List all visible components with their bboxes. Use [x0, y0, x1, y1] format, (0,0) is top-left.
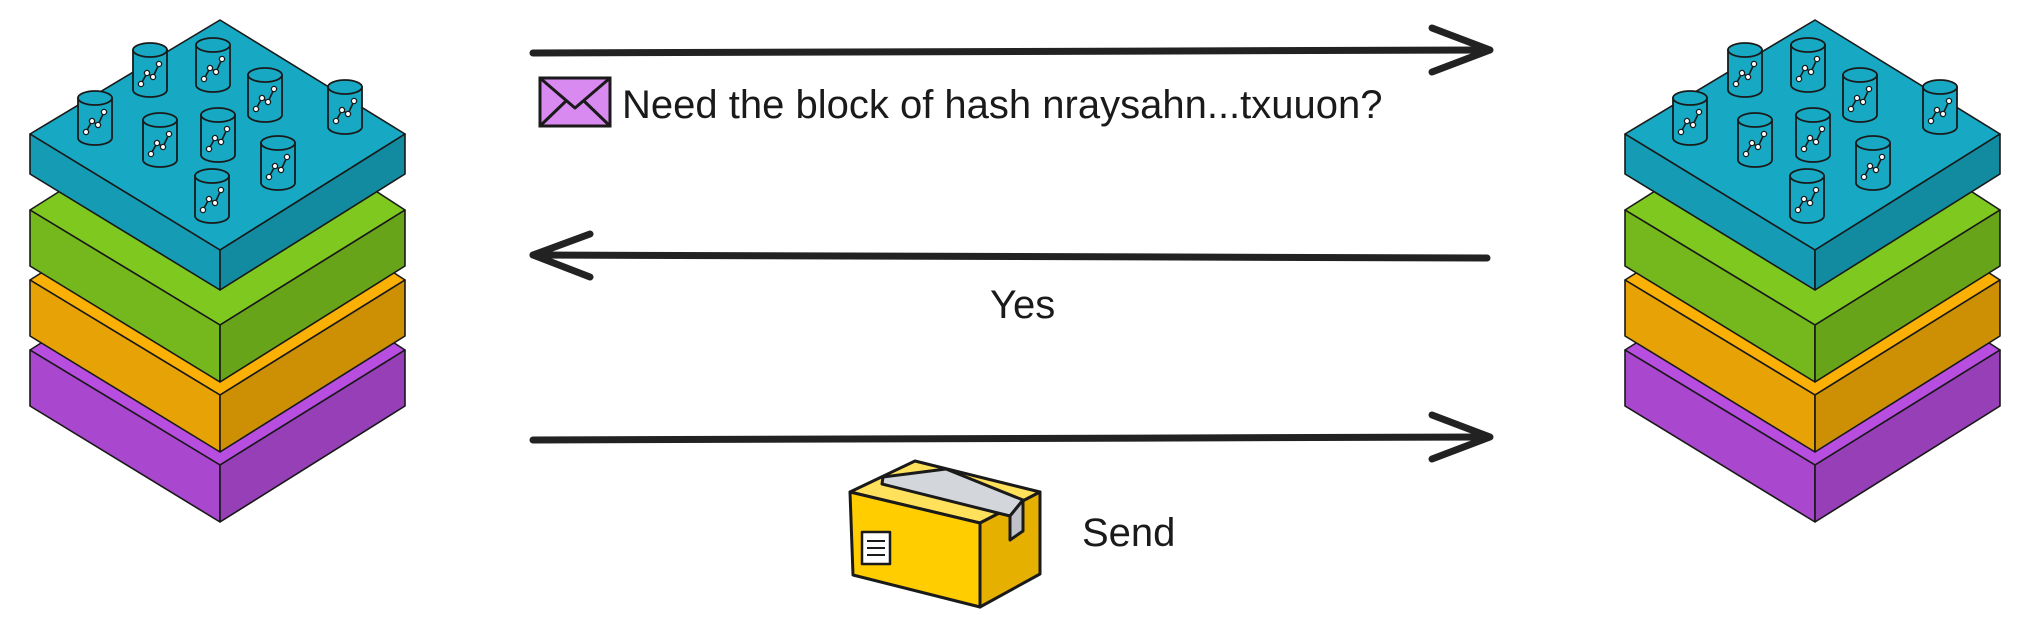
package-box-icon	[848, 459, 1042, 609]
send-arrow	[529, 411, 1494, 463]
reply-message: Yes	[990, 283, 1055, 327]
send-message: Send	[1082, 511, 1175, 555]
request-arrow	[529, 24, 1494, 76]
request-message: Need the block of hash nraysahn...txuuon…	[622, 83, 1383, 127]
envelope-icon	[538, 76, 612, 128]
reply-arrow	[529, 230, 1491, 281]
right-node-icon	[1625, 20, 2000, 522]
left-node-icon	[30, 20, 405, 522]
